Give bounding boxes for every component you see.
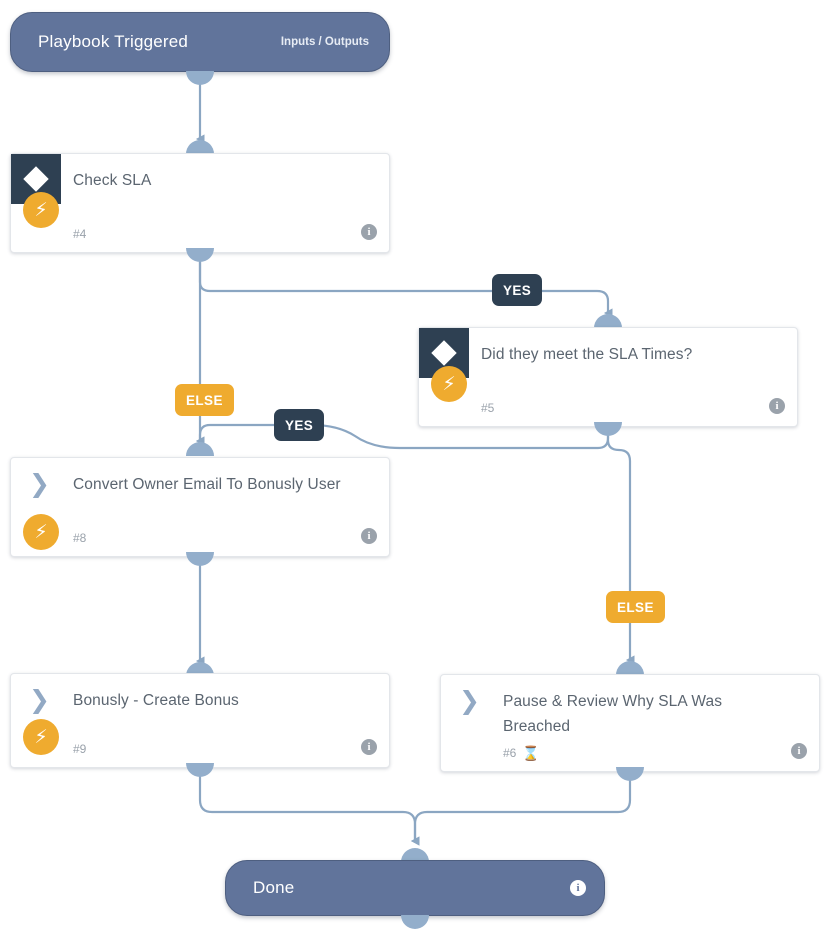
edge-9-to-done (198, 775, 420, 846)
node-step-id: #4 (73, 227, 86, 241)
node-step-number: #9 (73, 742, 87, 756)
end-title: Done (253, 878, 295, 897)
node-playbook-triggered[interactable]: Playbook Triggered Inputs / Outputs (10, 12, 390, 72)
info-icon[interactable]: i (361, 528, 377, 544)
node-step-id: #9 (73, 742, 86, 756)
start-title: Playbook Triggered (38, 32, 189, 51)
node-check-sla[interactable]: Check SLA ⚡ #4 i (10, 153, 390, 253)
port-in-5 (594, 314, 622, 328)
branch-label-yes-5-8[interactable]: YES (274, 409, 325, 441)
port-in-6 (616, 661, 644, 675)
port-in-4 (186, 140, 214, 154)
bolt-icon: ⚡ (23, 514, 59, 550)
port-out-start (186, 71, 214, 85)
node-step-number: #5 (481, 401, 495, 415)
node-step-id: #8 (73, 531, 86, 545)
node-title: Did they meet the SLA Times? (481, 346, 693, 363)
node-title: Convert Owner Email To Bonusly User (73, 476, 341, 493)
info-icon[interactable]: i (361, 739, 377, 755)
node-step-number: #4 (73, 227, 87, 241)
info-icon[interactable]: i (791, 743, 807, 759)
edge-5-yes-to-8 (195, 423, 610, 450)
node-convert-owner-email-to-bonusly-user[interactable]: ❯ Convert Owner Email To Bonusly User ⚡ … (10, 457, 390, 557)
node-step-id: #6 ⌛ (503, 746, 540, 760)
port-in-8 (186, 442, 214, 456)
bolt-icon: ⚡ (23, 719, 59, 755)
node-done[interactable]: Done i (225, 860, 605, 916)
edge-5-else-to-6 (606, 426, 635, 665)
node-pause-and-review-why-sla-was-breached[interactable]: ❯ Pause & Review Why SLA Was Breached #6… (440, 674, 820, 772)
chevron-right-icon: ❯ (459, 686, 480, 715)
hourglass-icon: ⌛ (522, 745, 540, 761)
node-title: Bonusly - Create Bonus (73, 692, 239, 709)
port-out-done (401, 915, 429, 929)
branch-label-else-4-8[interactable]: ELSE (175, 384, 234, 416)
edge-6-to-done (410, 775, 632, 846)
chevron-right-icon: ❯ (29, 469, 50, 498)
bolt-icon: ⚡ (23, 192, 59, 228)
edge-4-yes-to-5 (198, 260, 613, 318)
branch-label-yes-4-5[interactable]: YES (492, 274, 543, 306)
branch-label-else-5-6[interactable]: ELSE (606, 591, 665, 623)
node-title: Pause & Review Why SLA Was Breached (503, 693, 723, 735)
info-icon[interactable]: i (769, 398, 785, 414)
info-icon[interactable]: i (570, 880, 586, 896)
info-icon[interactable]: i (361, 224, 377, 240)
node-step-number: #8 (73, 531, 87, 545)
node-bonusly-create-bonus[interactable]: ❯ Bonusly - Create Bonus ⚡ #9 i (10, 673, 390, 768)
node-did-they-meet-sla-times[interactable]: Did they meet the SLA Times? ⚡ #5 i (418, 327, 798, 427)
node-step-id: #5 (481, 401, 494, 415)
node-step-number: #6 (503, 746, 517, 760)
start-inputs-outputs-label[interactable]: Inputs / Outputs (280, 36, 369, 48)
chevron-right-icon: ❯ (29, 685, 50, 714)
bolt-icon: ⚡ (431, 366, 467, 402)
node-title: Check SLA (73, 172, 152, 189)
